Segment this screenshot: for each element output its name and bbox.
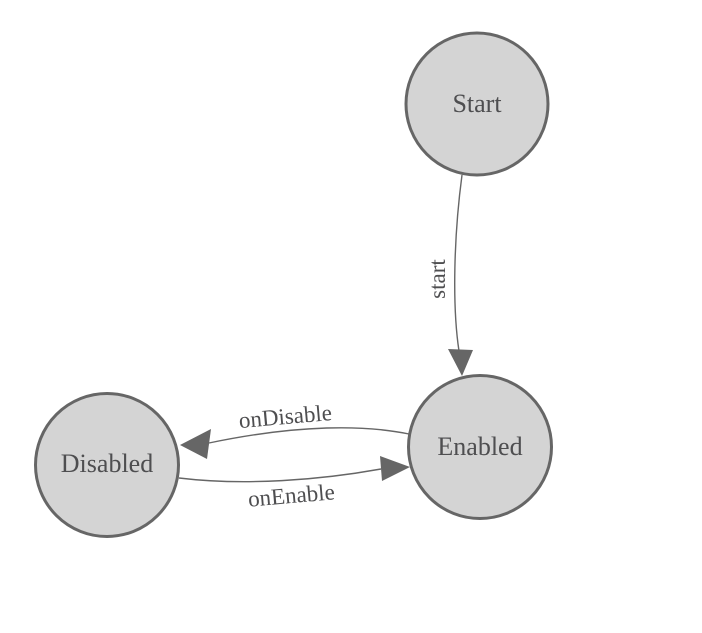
state-node-enabled[interactable]: Enabled (407, 374, 553, 520)
state-label-disabled: Disabled (61, 449, 153, 478)
state-circle-start[interactable] (404, 31, 550, 177)
edge-label-onenable: onEnable (247, 479, 336, 511)
edge-disabled-to-enabled (178, 468, 382, 483)
state-node-disabled[interactable]: Disabled (34, 392, 180, 538)
state-node-start[interactable]: Start (404, 31, 550, 177)
arrowhead-enabled-to-disabled (180, 429, 211, 459)
state-circle-enabled[interactable] (407, 374, 553, 520)
edge-enabled-to-disabled (208, 427, 410, 444)
arrowhead-start-to-enabled (448, 349, 473, 376)
state-circle-disabled[interactable] (34, 392, 180, 538)
arrowhead-disabled-to-enabled (380, 456, 410, 481)
edge-label-start: start (425, 259, 450, 299)
state-label-enabled: Enabled (437, 432, 522, 461)
edge-start-to-enabled (454, 174, 463, 352)
state-label-start: Start (452, 89, 502, 118)
